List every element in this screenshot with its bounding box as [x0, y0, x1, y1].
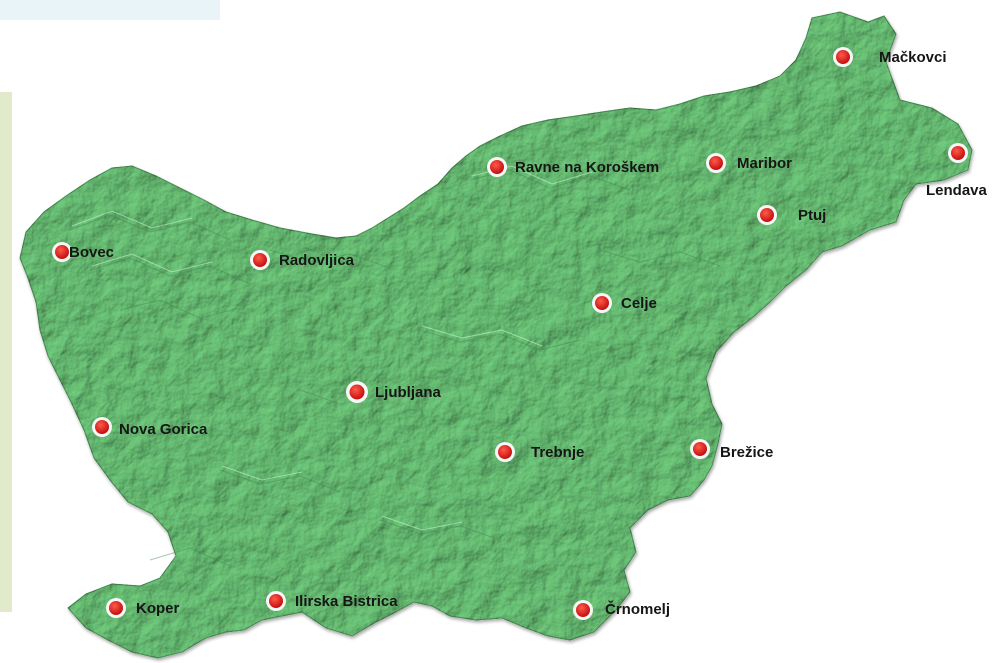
city-label: Celje: [621, 295, 657, 312]
city-marker: [836, 50, 850, 64]
city-label: Bovec: [69, 244, 114, 261]
slovenia-landmass: [19, 11, 973, 659]
city-trebnje: Trebnje: [495, 442, 584, 462]
city-lendava: Lendava: [926, 143, 988, 199]
city-marker: [576, 603, 590, 617]
city-label: Trebnje: [531, 444, 584, 461]
city-mackovci: Mačkovci: [833, 47, 947, 67]
slovenia-land-group: [19, 11, 973, 659]
city-koper: Koper: [106, 598, 180, 618]
city-ilirska-bistrica: Ilirska Bistrica: [266, 591, 398, 611]
background-left-strip: [0, 92, 12, 612]
city-marker: [253, 253, 267, 267]
city-ljubljana: Ljubljana: [346, 381, 441, 403]
city-label: Lendava: [926, 182, 988, 199]
city-marker: [55, 245, 69, 259]
city-marker: [349, 384, 365, 400]
city-crnomelj: Črnomelj: [573, 600, 670, 620]
city-label: Radovljica: [279, 252, 355, 269]
city-marker: [109, 601, 123, 615]
city-celje: Celje: [592, 293, 657, 313]
city-label: Maribor: [737, 155, 792, 172]
city-marker: [490, 160, 504, 174]
city-maribor: Maribor: [706, 153, 792, 173]
city-nova-gorica: Nova Gorica: [92, 417, 208, 438]
city-marker: [951, 146, 965, 160]
city-label: Ptuj: [798, 207, 826, 224]
city-label: Nova Gorica: [119, 421, 208, 438]
city-bovec: Bovec: [52, 242, 114, 262]
relief-highlights: [71, 165, 593, 531]
city-marker: [693, 442, 707, 456]
background-sea-tint: [0, 0, 220, 20]
city-label: Ilirska Bistrica: [295, 593, 398, 610]
city-ptuj: Ptuj: [757, 205, 826, 225]
city-marker: [595, 296, 609, 310]
relief-ridges: [69, 169, 721, 567]
city-label: Brežice: [720, 444, 773, 461]
cities-layer: Mačkovci Lendava Ravne na Koroškem Marib…: [52, 47, 988, 620]
city-label: Mačkovci: [879, 49, 947, 66]
city-marker: [709, 156, 723, 170]
city-marker: [498, 445, 512, 459]
city-marker: [95, 420, 109, 434]
city-brezice: Brežice: [690, 439, 773, 461]
city-label: Ravne na Koroškem: [515, 159, 659, 176]
city-radovljica: Radovljica: [250, 250, 355, 270]
city-label: Ljubljana: [375, 384, 441, 401]
city-marker: [760, 208, 774, 222]
city-label: Koper: [136, 600, 180, 617]
city-ravne-na-koroskem: Ravne na Koroškem: [487, 157, 659, 177]
city-label: Črnomelj: [605, 600, 670, 618]
city-marker: [269, 594, 283, 608]
